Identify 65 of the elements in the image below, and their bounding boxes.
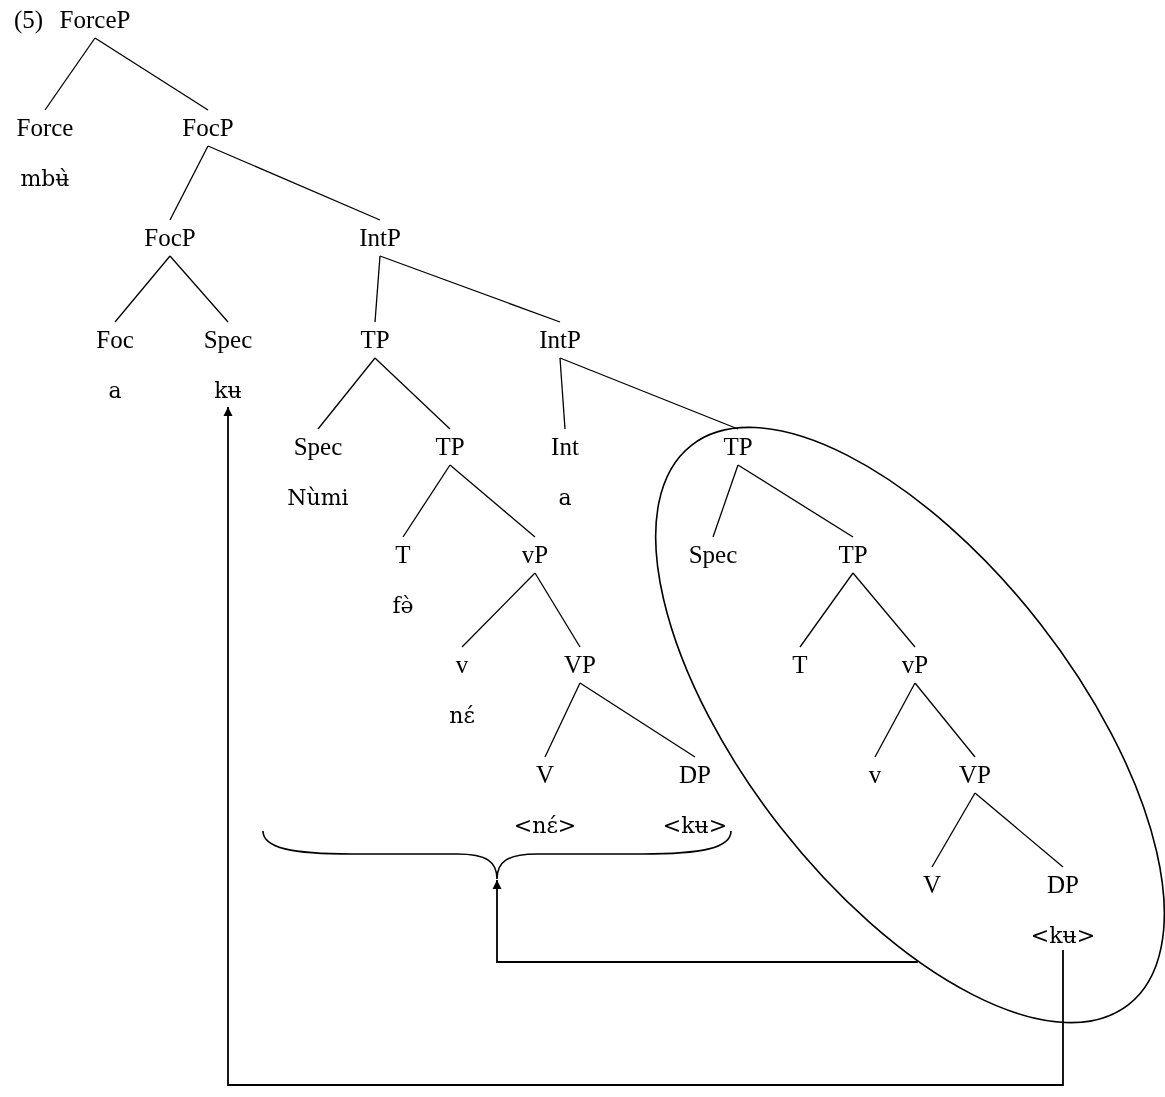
word-label: <kʉ> bbox=[662, 812, 728, 840]
category-label: DP bbox=[1047, 871, 1079, 899]
tree-branch bbox=[169, 255, 229, 323]
tree-branch bbox=[207, 145, 381, 221]
tree-branch bbox=[379, 255, 561, 323]
category-label: v bbox=[868, 761, 882, 789]
category-label: ForceP bbox=[59, 6, 131, 34]
word-label: nɛ́ bbox=[449, 702, 475, 730]
tree-branch bbox=[559, 357, 566, 430]
tree-branch bbox=[579, 682, 696, 758]
tree-branch bbox=[461, 572, 536, 648]
tree-branch bbox=[974, 792, 1064, 868]
tree-branch bbox=[544, 682, 581, 758]
tree-branch bbox=[374, 255, 381, 323]
category-label: Spec bbox=[203, 326, 253, 354]
word-label: kʉ bbox=[214, 377, 242, 405]
category-label: FocP bbox=[144, 224, 196, 252]
category-label: Spec bbox=[688, 541, 738, 569]
tree-branch bbox=[449, 464, 536, 538]
word-label: mbʉ̀ bbox=[20, 165, 70, 193]
tree-branch bbox=[169, 145, 209, 221]
word-label: fə̀ bbox=[392, 592, 414, 620]
category-label: Spec bbox=[293, 433, 343, 461]
word-label: a bbox=[558, 484, 572, 512]
category-label: IntP bbox=[359, 224, 401, 252]
category-label: FocP bbox=[182, 114, 234, 142]
tree-branch bbox=[874, 682, 916, 758]
tree-branch bbox=[114, 255, 171, 323]
tree-branch bbox=[712, 464, 739, 538]
category-label: V bbox=[922, 871, 942, 899]
tree-branch bbox=[852, 572, 916, 648]
tree-branch bbox=[402, 464, 451, 538]
word-label: a bbox=[108, 377, 122, 405]
tree-branch bbox=[931, 792, 976, 868]
category-label: Foc bbox=[96, 326, 134, 354]
movement-arrow bbox=[223, 406, 1064, 1086]
category-label: T bbox=[395, 541, 411, 569]
category-label: Force bbox=[16, 114, 74, 142]
tree-branch bbox=[317, 357, 376, 430]
category-label: v bbox=[455, 651, 469, 679]
category-label: IntP bbox=[539, 326, 581, 354]
category-label: TP bbox=[435, 433, 465, 461]
tree-branch bbox=[737, 464, 854, 538]
category-label: DP bbox=[679, 761, 711, 789]
category-label: TP bbox=[360, 326, 390, 354]
tree-branch bbox=[534, 572, 581, 648]
category-label: TP bbox=[838, 541, 868, 569]
category-label: V bbox=[535, 761, 555, 789]
tree-branch bbox=[914, 682, 976, 758]
word-label: Nùmi bbox=[287, 484, 349, 512]
movement-arrow bbox=[492, 879, 919, 963]
word-label: <nɛ́> bbox=[513, 812, 577, 840]
tree-branch bbox=[44, 37, 96, 111]
category-label: TP bbox=[723, 433, 753, 461]
category-label: Int bbox=[551, 433, 579, 461]
category-label: vP bbox=[521, 541, 549, 569]
tree-branch bbox=[94, 37, 209, 111]
category-label: T bbox=[792, 651, 808, 679]
example-number: (5) bbox=[14, 6, 44, 34]
category-label: VP bbox=[564, 651, 596, 679]
category-label: VP bbox=[959, 761, 991, 789]
category-label: vP bbox=[901, 651, 929, 679]
tree-branch bbox=[374, 357, 451, 430]
tree-branch bbox=[799, 572, 854, 648]
word-label: <kʉ> bbox=[1030, 922, 1096, 950]
